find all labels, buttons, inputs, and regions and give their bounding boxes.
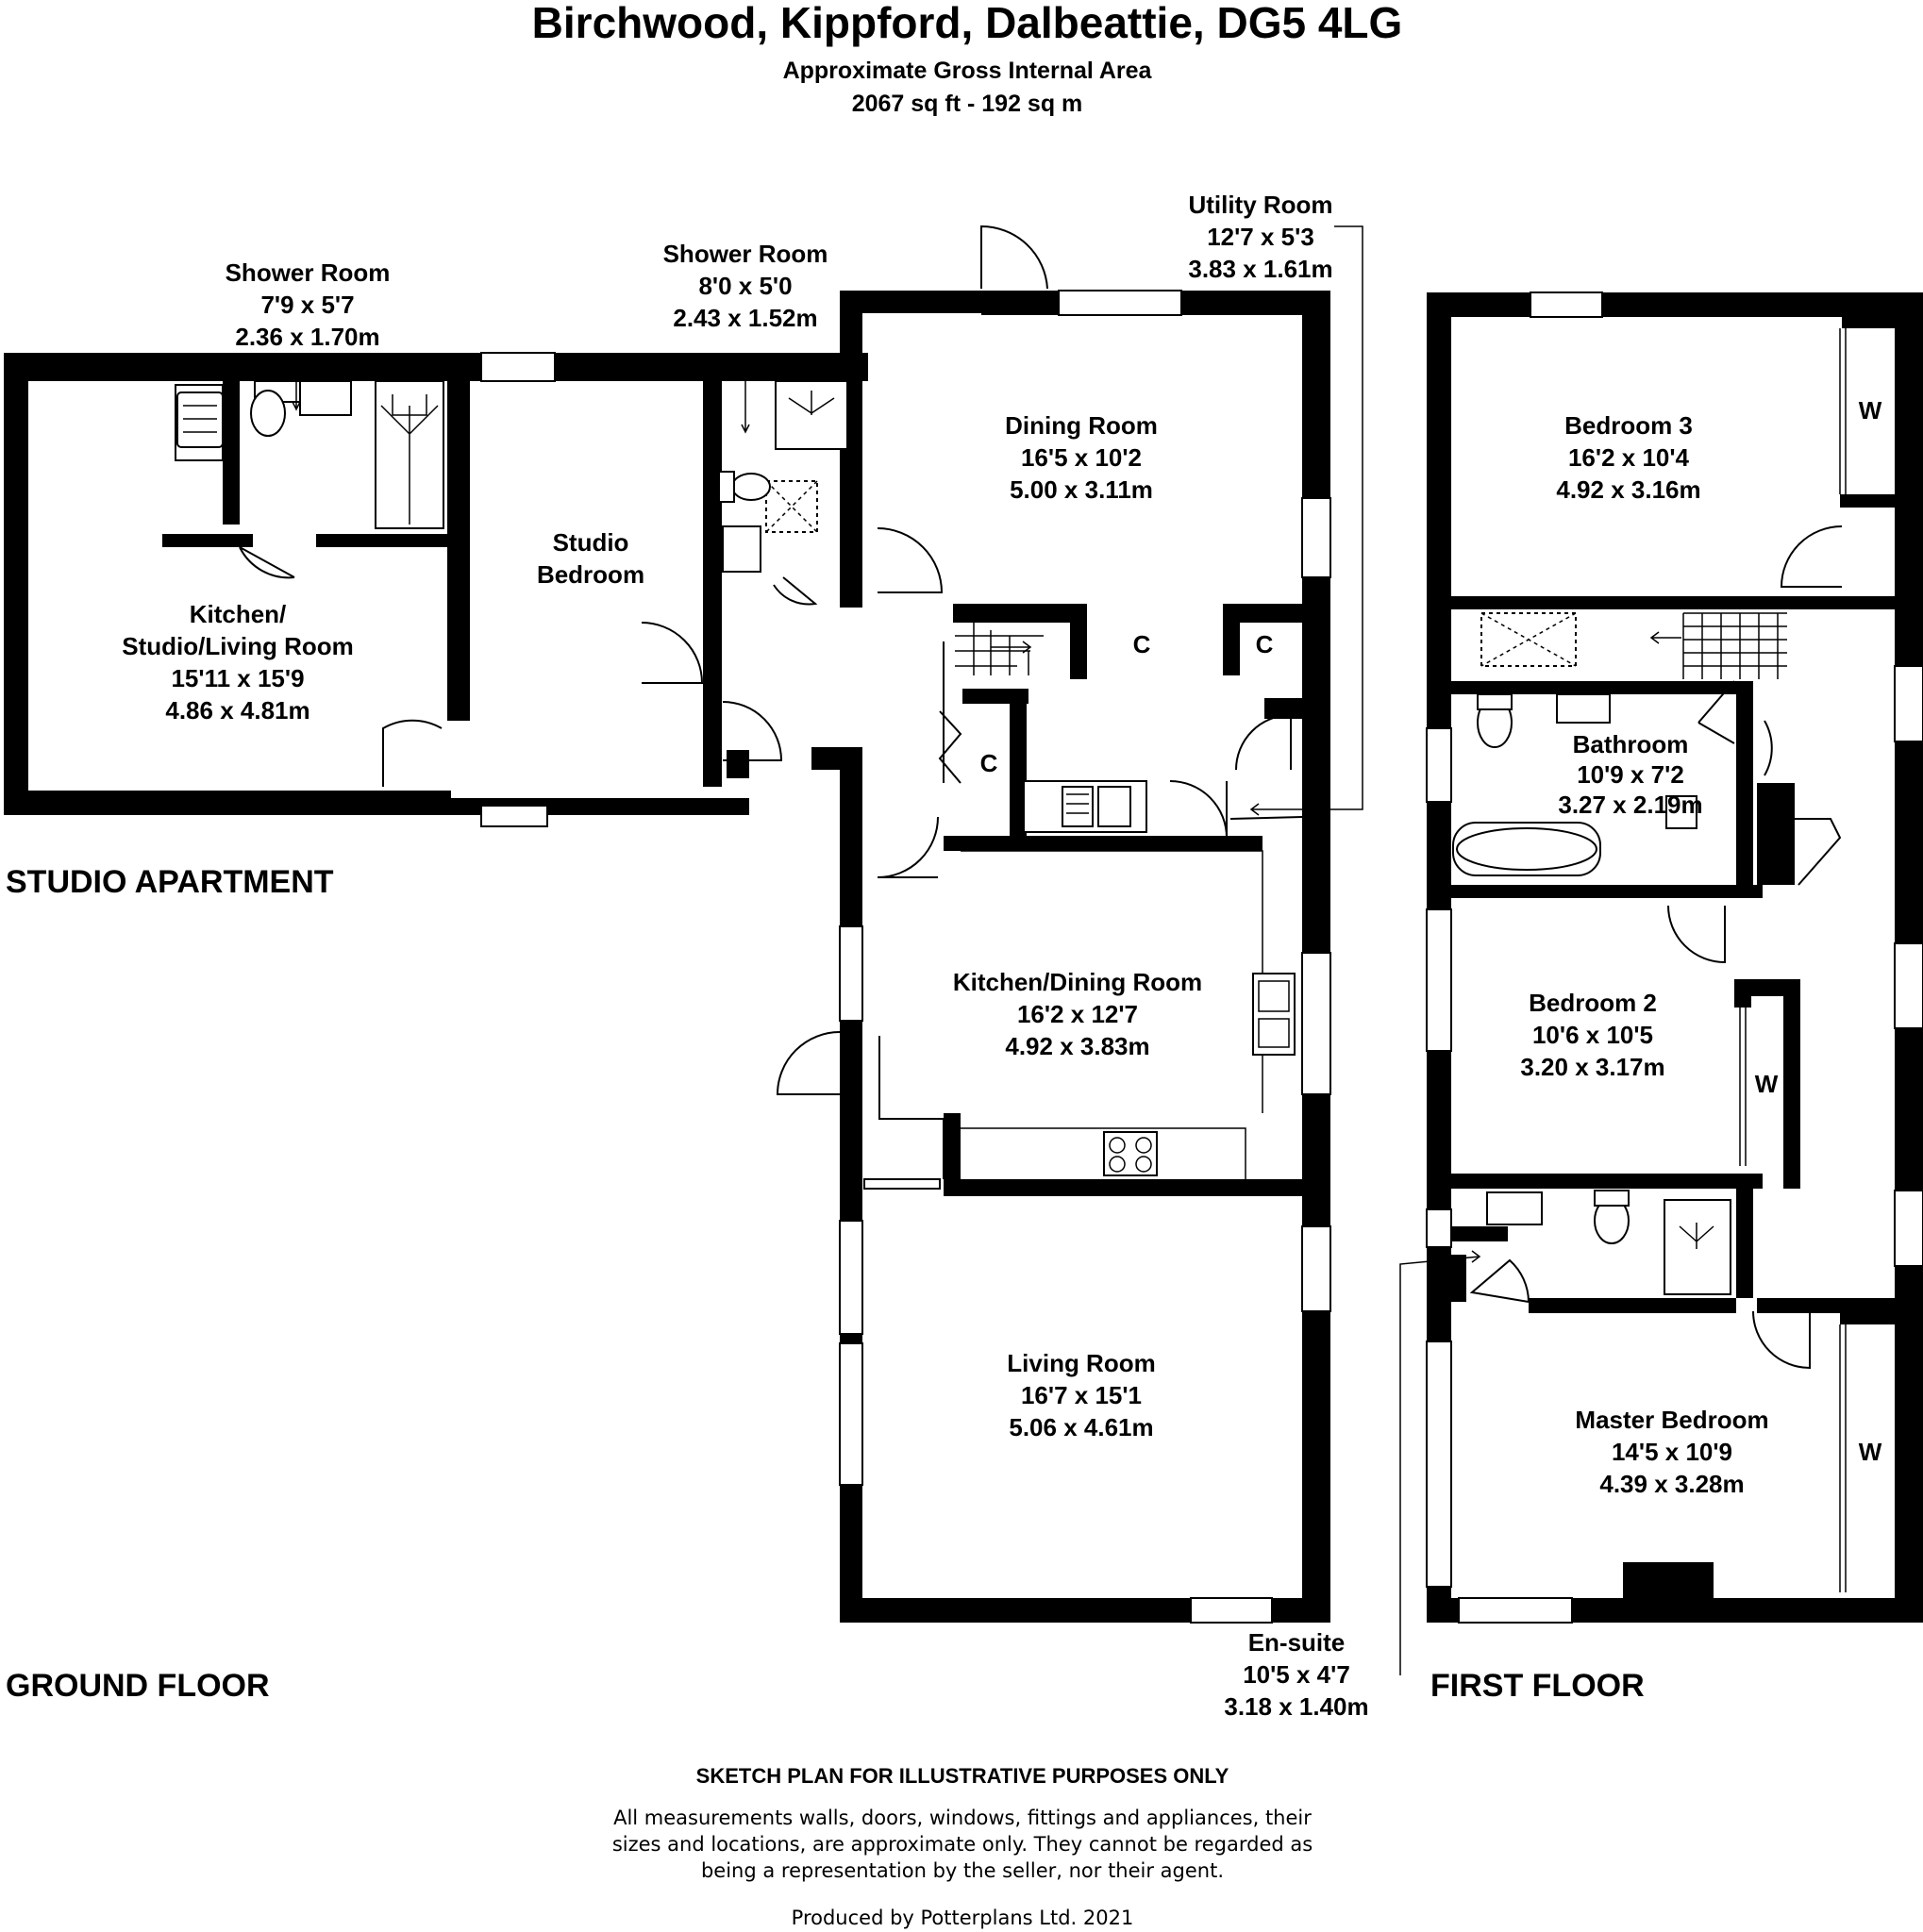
wardrobe-lines [1739,328,1847,1592]
svg-text:Shower Room: Shower Room [663,240,828,268]
producer-credit: Produced by Potterplans Ltd. 2021 [792,1907,1134,1929]
room-label-shower-room-studio: Shower Room 7'9 x 5'7 2.36 x 1.70m [226,258,391,351]
room-label-bedroom-2: Bedroom 2 10'6 x 10'5 3.20 x 3.17m [1520,989,1664,1081]
svg-text:3.20 x 3.17m: 3.20 x 3.17m [1520,1053,1664,1081]
svg-text:Kitchen/Dining Room: Kitchen/Dining Room [953,968,1202,996]
windows [480,290,1923,1624]
disclaimer-line: sizes and locations, are approximate onl… [612,1833,1313,1856]
svg-text:Bedroom 3: Bedroom 3 [1564,411,1693,440]
svg-text:10'5 x 4'7: 10'5 x 4'7 [1243,1660,1350,1689]
svg-text:3.83 x 1.61m: 3.83 x 1.61m [1188,255,1332,283]
svg-text:4.92 x 3.83m: 4.92 x 3.83m [1005,1032,1149,1060]
svg-text:3.27 x 2.19m: 3.27 x 2.19m [1558,791,1702,819]
svg-text:5.06 x 4.61m: 5.06 x 4.61m [1009,1413,1153,1441]
wardrobe-tag: W [1859,396,1882,425]
kitchen-fittings [961,780,1296,1179]
room-label-kitchen-dining: Kitchen/Dining Room 16'2 x 12'7 4.92 x 3… [953,968,1202,1060]
svg-text:10'6 x 10'5: 10'6 x 10'5 [1532,1021,1653,1049]
room-label-utility-room: Utility Room 12'7 x 5'3 3.83 x 1.61m [1188,191,1332,283]
svg-text:Bedroom 2: Bedroom 2 [1529,989,1657,1017]
svg-text:10'9 x 7'2: 10'9 x 7'2 [1577,760,1684,789]
room-label-bathroom: Bathroom 10'9 x 7'2 3.27 x 2.19m [1558,730,1702,819]
svg-text:En-suite: En-suite [1248,1628,1346,1657]
sanitary-fixtures [175,370,1731,1295]
svg-text:Bedroom: Bedroom [537,560,644,589]
disclaimer-line: All measurements walls, doors, windows, … [613,1807,1312,1829]
svg-text:Dining Room: Dining Room [1005,411,1158,440]
svg-text:Master Bedroom: Master Bedroom [1575,1406,1768,1434]
svg-text:Studio/Living Room: Studio/Living Room [122,632,354,660]
svg-text:15'11 x 15'9: 15'11 x 15'9 [171,664,304,692]
svg-text:Studio: Studio [553,528,629,557]
svg-text:Living Room: Living Room [1007,1349,1155,1377]
floor-label-first: FIRST FLOOR [1430,1668,1645,1704]
svg-text:Shower Room: Shower Room [226,258,391,287]
room-label-dining-room: Dining Room 16'5 x 10'2 5.00 x 3.11m [1005,411,1158,504]
floor-label-studio: STUDIO APARTMENT [6,864,334,900]
area-value: 2067 sq ft - 192 sq m [852,91,1083,117]
door-swings [239,225,1843,1370]
svg-text:12'7 x 5'3: 12'7 x 5'3 [1207,223,1314,251]
wardrobe-tag: W [1755,1070,1779,1098]
room-label-en-suite: En-suite 10'5 x 4'7 3.18 x 1.40m [1224,1628,1368,1721]
cupboard-tag: C [1256,630,1274,658]
svg-text:14'5 x 10'9: 14'5 x 10'9 [1612,1438,1732,1466]
svg-text:16'5 x 10'2: 16'5 x 10'2 [1021,443,1142,472]
svg-text:Bathroom: Bathroom [1573,730,1689,758]
svg-text:4.92 x 3.16m: 4.92 x 3.16m [1556,475,1700,504]
svg-text:16'2 x 10'4: 16'2 x 10'4 [1568,443,1690,472]
svg-text:16'7 x 15'1: 16'7 x 15'1 [1021,1381,1142,1409]
svg-text:3.18 x 1.40m: 3.18 x 1.40m [1224,1692,1368,1721]
room-label-shower-room-ground: Shower Room 8'0 x 5'0 2.43 x 1.52m [663,240,828,332]
property-title: Birchwood, Kippford, Dalbeattie, DG5 4LG [532,0,1403,47]
area-subtitle: Approximate Gross Internal Area [783,58,1153,84]
cupboard-tag: C [980,749,998,777]
room-label-studio-bedroom: Studio Bedroom [537,528,644,589]
floor-label-ground: GROUND FLOOR [6,1668,270,1704]
cupboard-tag: C [1133,630,1151,658]
svg-text:8'0 x 5'0: 8'0 x 5'0 [698,272,792,300]
loft-hatches [765,480,1577,667]
disclaimer-line: being a representation by the seller, no… [701,1859,1224,1882]
svg-text:4.39 x 3.28m: 4.39 x 3.28m [1599,1470,1744,1498]
svg-text:Kitchen/: Kitchen/ [190,600,287,628]
svg-text:7'9 x 5'7: 7'9 x 5'7 [260,291,354,319]
svg-text:2.36 x 1.70m: 2.36 x 1.70m [235,323,379,351]
svg-text:4.86 x 4.81m: 4.86 x 4.81m [165,696,309,724]
leader-lines [1249,225,1481,1675]
room-label-living-room: Living Room 16'7 x 15'1 5.06 x 4.61m [1007,1349,1155,1441]
stairs [955,605,1787,679]
svg-text:Utility Room: Utility Room [1188,191,1332,219]
wardrobe-tag: W [1859,1438,1882,1466]
cupboard-tag: C [1758,828,1776,857]
room-label-kitchen-studio-living: Kitchen/ Studio/Living Room 15'11 x 15'9… [122,600,354,724]
svg-text:16'2 x 12'7: 16'2 x 12'7 [1017,1000,1138,1028]
svg-text:5.00 x 3.11m: 5.00 x 3.11m [1010,475,1153,504]
svg-text:2.43 x 1.52m: 2.43 x 1.52m [673,304,817,332]
disclaimer-heading: SKETCH PLAN FOR ILLUSTRATIVE PURPOSES ON… [696,1764,1229,1788]
room-label-bedroom-3: Bedroom 3 16'2 x 10'4 4.92 x 3.16m [1556,411,1700,504]
room-label-master-bedroom: Master Bedroom 14'5 x 10'9 4.39 x 3.28m [1575,1406,1768,1498]
